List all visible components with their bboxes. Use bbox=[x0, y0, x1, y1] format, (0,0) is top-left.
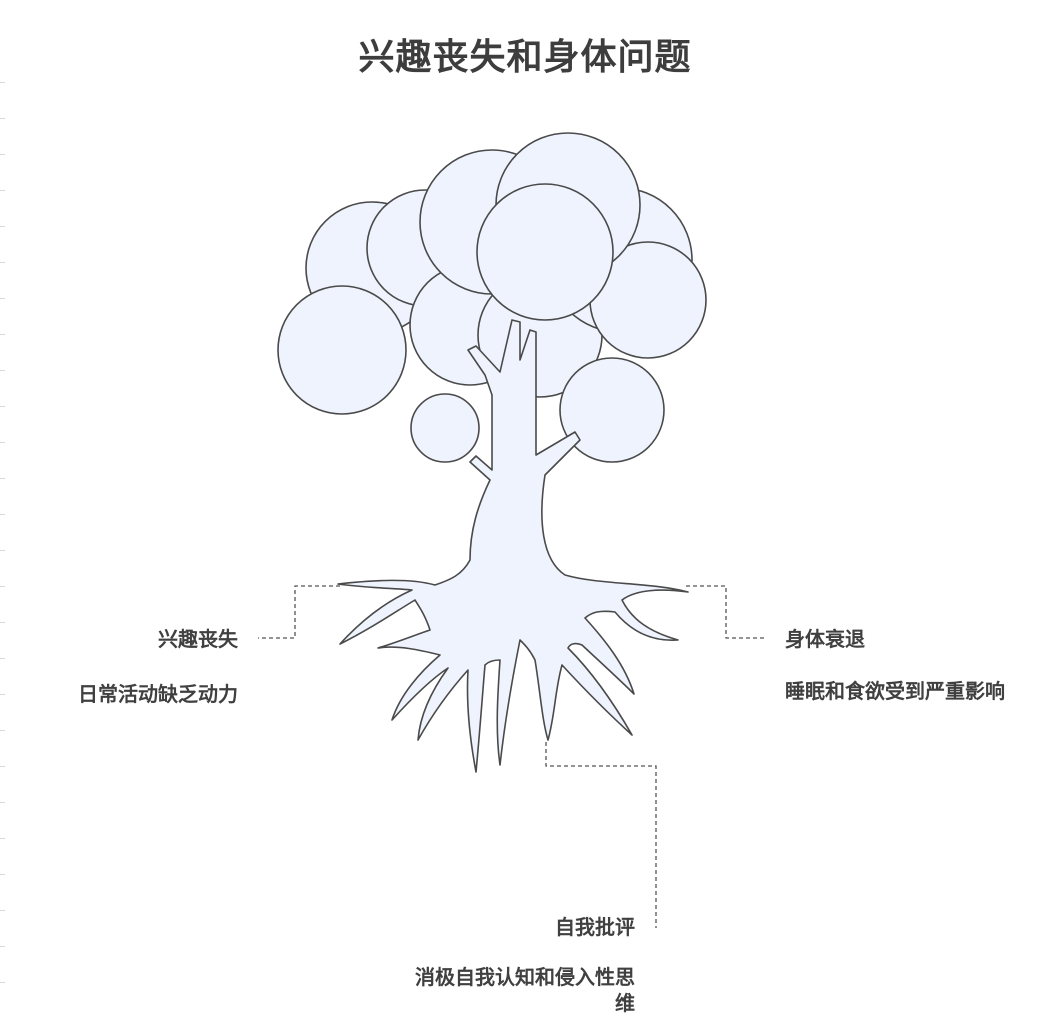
tree-trunk-and-roots bbox=[337, 319, 689, 773]
diagram-title: 兴趣丧失和身体问题 bbox=[358, 37, 692, 78]
branch-right-detail: 睡眠和食欲受到严重影响 bbox=[785, 679, 1005, 703]
tree-canopy bbox=[277, 132, 707, 463]
left-edge-ticks bbox=[0, 0, 6, 1028]
connector-right bbox=[686, 585, 765, 639]
connector-bottom bbox=[545, 742, 657, 928]
connector-left bbox=[258, 585, 340, 639]
branch-bottom-detail: 消极自我认知和侵入性思维 bbox=[415, 965, 635, 1015]
branch-bottom-heading: 自我批评 bbox=[555, 915, 635, 939]
branch-left-heading: 兴趣丧失 bbox=[158, 627, 238, 651]
branch-left-detail: 日常活动缺乏动力 bbox=[78, 682, 238, 706]
branch-right-heading: 身体衰退 bbox=[785, 627, 865, 651]
